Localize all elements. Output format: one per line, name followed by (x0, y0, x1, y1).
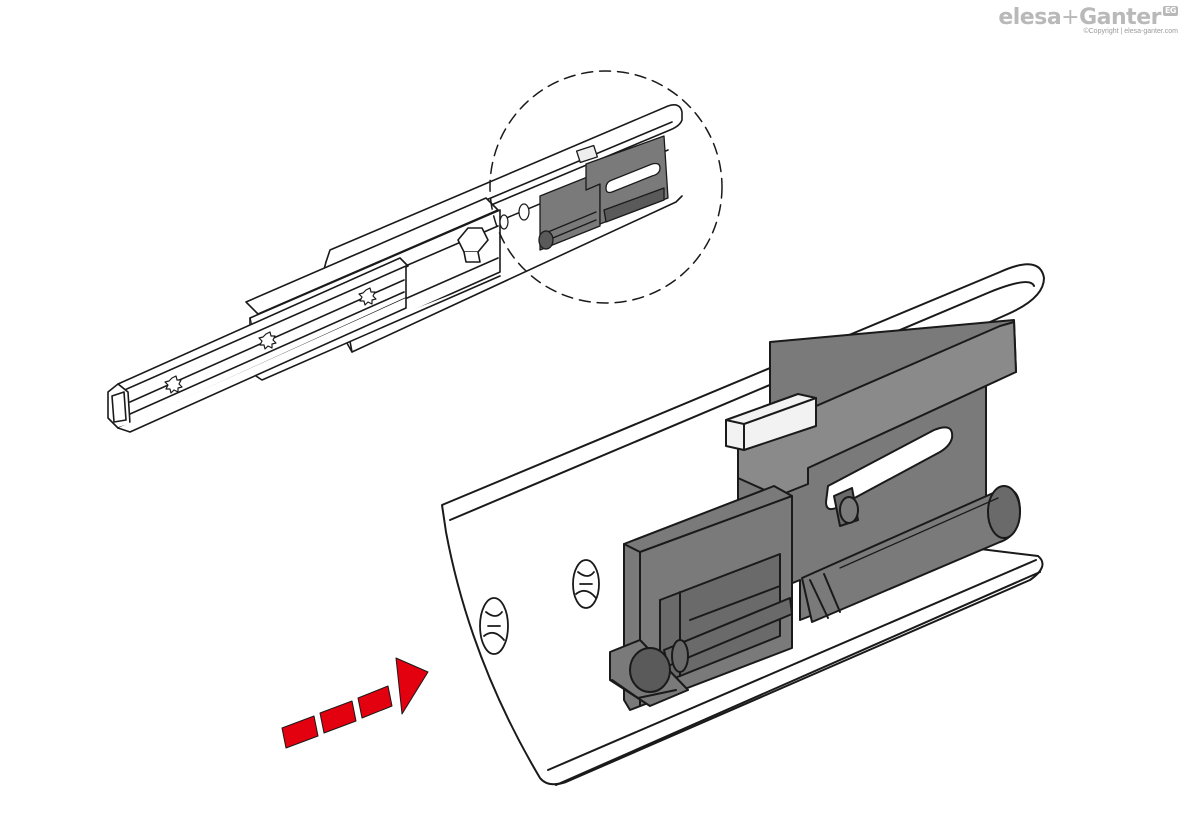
hex-bolt (457, 227, 489, 263)
logo-brand-elesa: elesa (998, 5, 1062, 30)
release-tab (725, 393, 817, 451)
front-roller (629, 647, 671, 693)
mounting-holes (164, 203, 530, 394)
arrow-head (395, 657, 429, 715)
telescopic-slide-overview (107, 70, 723, 433)
rail-detail-enlarged (441, 263, 1045, 786)
logo-plus: + (1061, 5, 1080, 30)
detail-magnifier-circle (489, 70, 723, 304)
arrow-dash-1 (281, 715, 319, 749)
logo-eg-badge: EG (1162, 6, 1178, 16)
logo-copyright: ©Copyright | elesa-ganter.com (1083, 28, 1178, 35)
arrow-dash-2 (319, 700, 357, 734)
arrow-dash-3 (357, 685, 393, 719)
rail-holes (479, 559, 600, 655)
small-mechanism (538, 135, 669, 251)
direction-arrow (281, 657, 429, 749)
logo-brand-ganter: Ganter (1079, 5, 1161, 30)
